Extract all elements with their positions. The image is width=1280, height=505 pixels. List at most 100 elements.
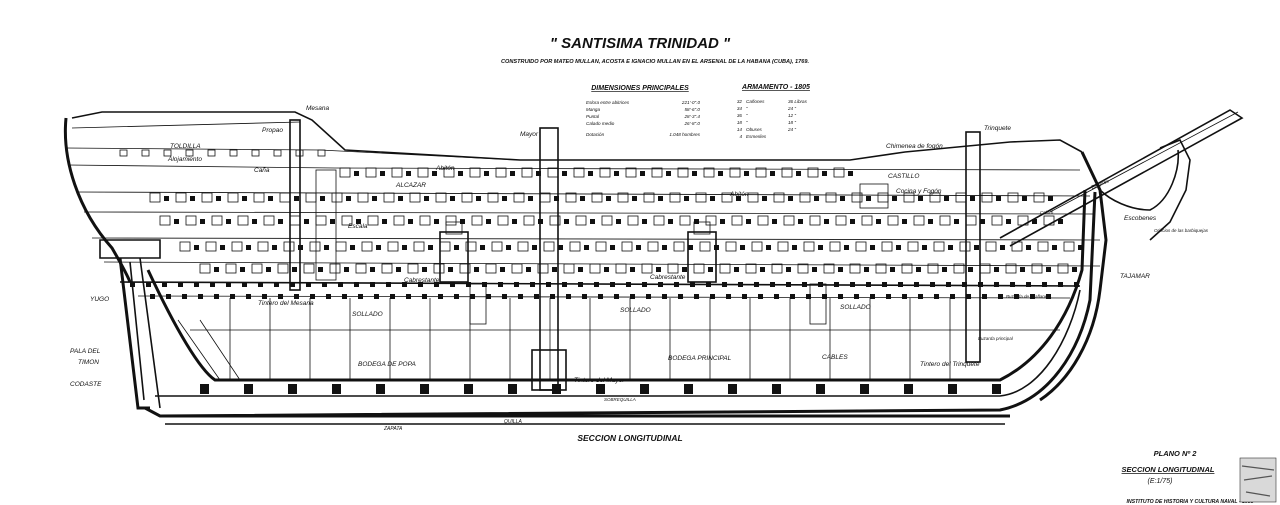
gun-port	[991, 215, 1003, 226]
gun-port-dot	[512, 219, 517, 224]
deck-beam	[914, 282, 919, 287]
label-cabrestante2: Cabrestante	[650, 274, 686, 281]
gun-port	[699, 241, 711, 252]
label-zapata: ZAPATA	[383, 426, 403, 432]
gun-port	[1005, 263, 1017, 274]
label-trinquete: Trinquete	[984, 125, 1011, 132]
deck-beam	[150, 294, 155, 299]
gun-port	[387, 241, 399, 252]
gun-port	[383, 192, 395, 203]
deck-beam	[262, 294, 267, 299]
deck-beam	[998, 294, 1003, 299]
keel-floor	[816, 384, 825, 394]
gun-port-dot	[428, 245, 433, 250]
label-yugo: YUGO	[90, 296, 109, 303]
gun-port-dot	[692, 171, 697, 176]
gun-port	[381, 263, 393, 274]
dimension-value: 26'-8".0	[683, 121, 700, 126]
gun-port	[547, 167, 559, 178]
deck-beam	[482, 282, 487, 287]
deck-beam	[834, 282, 839, 287]
gun-port	[279, 192, 291, 203]
deck-beam	[742, 294, 747, 299]
gun-port-dot	[896, 245, 901, 250]
gun-port	[149, 192, 161, 203]
deck-beam	[754, 282, 759, 287]
gun-port	[599, 167, 611, 178]
gun-port	[933, 241, 945, 252]
gun-port	[517, 241, 529, 252]
gun-port-dot	[354, 171, 359, 176]
armament-qty: 14	[737, 127, 743, 132]
deck-beam	[918, 294, 923, 299]
dimension-label: Manga	[586, 107, 600, 112]
gun-port	[409, 192, 421, 203]
deck-beam	[866, 282, 871, 287]
stern-window	[251, 149, 260, 157]
gun-port	[539, 192, 551, 203]
gun-port-dot	[770, 171, 775, 176]
deck-beam	[630, 294, 635, 299]
deck-beam	[850, 282, 855, 287]
gun-port-dot	[814, 196, 819, 201]
mizzen-mast	[289, 119, 301, 291]
gun-port	[721, 192, 733, 203]
gun-port	[445, 215, 457, 226]
gun-port	[985, 241, 997, 252]
deck-beam	[946, 282, 951, 287]
stern-window	[141, 149, 150, 157]
gun-port-dot	[382, 219, 387, 224]
plate-name: SECCION LONGITUDINAL	[1122, 465, 1215, 474]
gun-port	[825, 192, 837, 203]
deck-beam	[534, 294, 539, 299]
gun-port-dot	[928, 219, 933, 224]
label-orificios: Orificios de las barbiquejas	[1154, 228, 1209, 233]
gun-port	[563, 263, 575, 274]
deck-beam	[438, 294, 443, 299]
label-cabrestante: Cabrestante	[404, 277, 440, 284]
gun-port	[283, 241, 295, 252]
deck-beam	[386, 282, 391, 287]
armament-qty: 4	[739, 134, 742, 139]
stamp-mark	[1239, 457, 1277, 503]
gun-port-dot	[892, 196, 897, 201]
dimension-label: Puntal	[586, 114, 600, 119]
deck-beam	[614, 294, 619, 299]
gun-port	[1007, 192, 1019, 203]
deck-beam	[230, 294, 235, 299]
ship-hull	[63, 109, 1244, 425]
gun-port-dot	[954, 219, 959, 224]
deck-beam	[770, 282, 775, 287]
gun-port-dot	[944, 196, 949, 201]
stern-window	[295, 149, 304, 157]
deck-beam	[466, 282, 471, 287]
label-escala: Escala	[348, 223, 368, 230]
gun-port-dot	[632, 196, 637, 201]
gun-port	[829, 241, 841, 252]
keel-floor	[772, 384, 781, 394]
deck-beam	[726, 294, 731, 299]
gun-port-dot	[564, 219, 569, 224]
gun-port	[719, 263, 731, 274]
deck-beam	[546, 282, 551, 287]
gun-port	[855, 241, 867, 252]
gun-port-dot	[292, 267, 297, 272]
gun-port-dot	[772, 219, 777, 224]
gun-port	[591, 192, 603, 203]
gun-port-dot	[298, 245, 303, 250]
gun-port	[575, 215, 587, 226]
gun-port-dot	[762, 196, 767, 201]
deck-beam	[566, 294, 571, 299]
gun-port	[703, 167, 715, 178]
gun-port	[391, 167, 403, 178]
keel-floors	[200, 384, 1001, 394]
gun-port	[487, 192, 499, 203]
gun-port	[199, 263, 211, 274]
deck-beam	[722, 282, 727, 287]
gun-port	[877, 192, 889, 203]
gun-port	[495, 167, 507, 178]
dimension-value: 28'-3".4	[683, 114, 700, 119]
gun-port-dot	[272, 245, 277, 250]
keel-floor	[948, 384, 957, 394]
